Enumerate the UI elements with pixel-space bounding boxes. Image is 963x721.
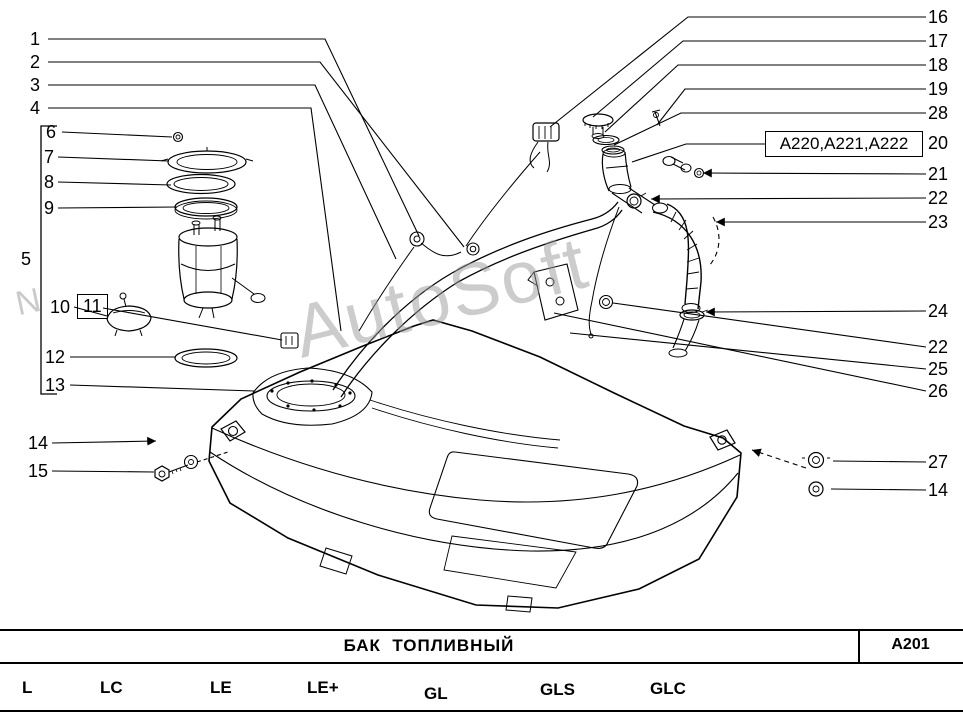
fuel-tank bbox=[208, 151, 742, 613]
callout-22b: 22 bbox=[928, 337, 949, 357]
callout-16: 16 bbox=[928, 7, 949, 27]
fasteners-right bbox=[802, 451, 830, 497]
trim-gls: GLS bbox=[540, 680, 575, 699]
buffer-grommet bbox=[807, 451, 825, 469]
callout-21: 21 bbox=[928, 164, 949, 184]
callout-3: 3 bbox=[30, 75, 41, 95]
pump-top-plate bbox=[178, 227, 238, 247]
callout-6: 6 bbox=[46, 122, 57, 142]
trim-lc: LC bbox=[100, 678, 123, 697]
hose-clamp bbox=[679, 309, 705, 321]
mounting-bracket bbox=[533, 263, 579, 321]
callout-2: 2 bbox=[30, 52, 41, 72]
callout-14: 14 bbox=[28, 433, 49, 453]
callout-24: 24 bbox=[928, 301, 949, 321]
wiring-connector bbox=[532, 122, 560, 142]
assembly-title: БАК ТОПЛИВНЫЙ bbox=[343, 636, 515, 655]
callout-28: 28 bbox=[928, 103, 949, 123]
callout-5: 5 bbox=[21, 249, 32, 269]
callout-1: 1 bbox=[30, 29, 41, 49]
catalog-code: A201 bbox=[891, 636, 930, 653]
screw bbox=[651, 109, 661, 127]
vent-hose bbox=[588, 206, 620, 335]
callout-14r: 14 bbox=[928, 480, 949, 500]
callout-22a: 22 bbox=[928, 188, 949, 208]
washer bbox=[808, 481, 824, 497]
fuel-hose bbox=[332, 201, 619, 391]
callout-10: 10 bbox=[50, 297, 71, 317]
clip-part bbox=[280, 332, 299, 349]
trim-gl: GL bbox=[424, 684, 448, 703]
filler-elbow-hose bbox=[652, 211, 702, 310]
callout-18: 18 bbox=[928, 55, 949, 75]
trim-le: LE bbox=[210, 678, 232, 697]
callout-26: 26 bbox=[928, 381, 949, 401]
footer-rule-mid bbox=[0, 662, 963, 664]
callout-13: 13 bbox=[45, 375, 66, 395]
hose-clamp bbox=[598, 294, 614, 310]
hose-grommet bbox=[466, 242, 480, 256]
fasteners-left bbox=[154, 454, 199, 482]
pump-flange-collar bbox=[252, 367, 373, 426]
press-ring bbox=[166, 173, 236, 195]
pump-body bbox=[178, 238, 185, 300]
hose-grommet bbox=[409, 231, 425, 247]
callout-20: 20 bbox=[928, 133, 949, 153]
callout-23: 23 bbox=[928, 212, 949, 232]
footer-divider bbox=[858, 629, 860, 664]
hose-clamp bbox=[626, 193, 642, 209]
nut bbox=[172, 131, 184, 143]
leader-lines bbox=[40, 16, 927, 491]
fuel-pump-module bbox=[106, 131, 266, 368]
gasket bbox=[601, 145, 625, 155]
callout-15: 15 bbox=[28, 461, 49, 481]
trim-l: L bbox=[22, 678, 33, 697]
float-arm bbox=[231, 277, 255, 295]
callout-19: 19 bbox=[928, 79, 949, 99]
fuel-hose bbox=[340, 209, 623, 398]
callout-17: 17 bbox=[928, 31, 949, 51]
callout-7: 7 bbox=[44, 147, 55, 167]
tank-ear-right bbox=[709, 429, 736, 451]
footer-rule-top bbox=[0, 629, 963, 631]
seal-gasket bbox=[174, 197, 238, 217]
neck-ring bbox=[592, 134, 620, 146]
trim-le-plus: LE+ bbox=[307, 678, 339, 697]
filler-neck-assembly bbox=[529, 109, 709, 352]
callout-12: 12 bbox=[45, 347, 66, 367]
variant-label-box: A220,A221,A222 bbox=[765, 131, 923, 157]
callout-25: 25 bbox=[928, 359, 949, 379]
callout-4: 4 bbox=[30, 98, 41, 118]
callout-8: 8 bbox=[44, 172, 55, 192]
footer-rule-bottom bbox=[0, 710, 963, 712]
strap-bolt bbox=[154, 465, 170, 482]
callout-9: 9 bbox=[44, 198, 55, 218]
callout-11: 11 bbox=[77, 294, 108, 319]
trim-glc: GLC bbox=[650, 679, 686, 698]
washer bbox=[183, 454, 199, 470]
filler-cap bbox=[582, 113, 614, 127]
damper-part bbox=[106, 305, 152, 332]
callout-27: 27 bbox=[928, 452, 949, 472]
tank-ear-left bbox=[220, 420, 246, 442]
vent-fitting bbox=[662, 155, 676, 167]
seal-ring bbox=[174, 348, 238, 368]
filler-pipe bbox=[601, 151, 632, 192]
